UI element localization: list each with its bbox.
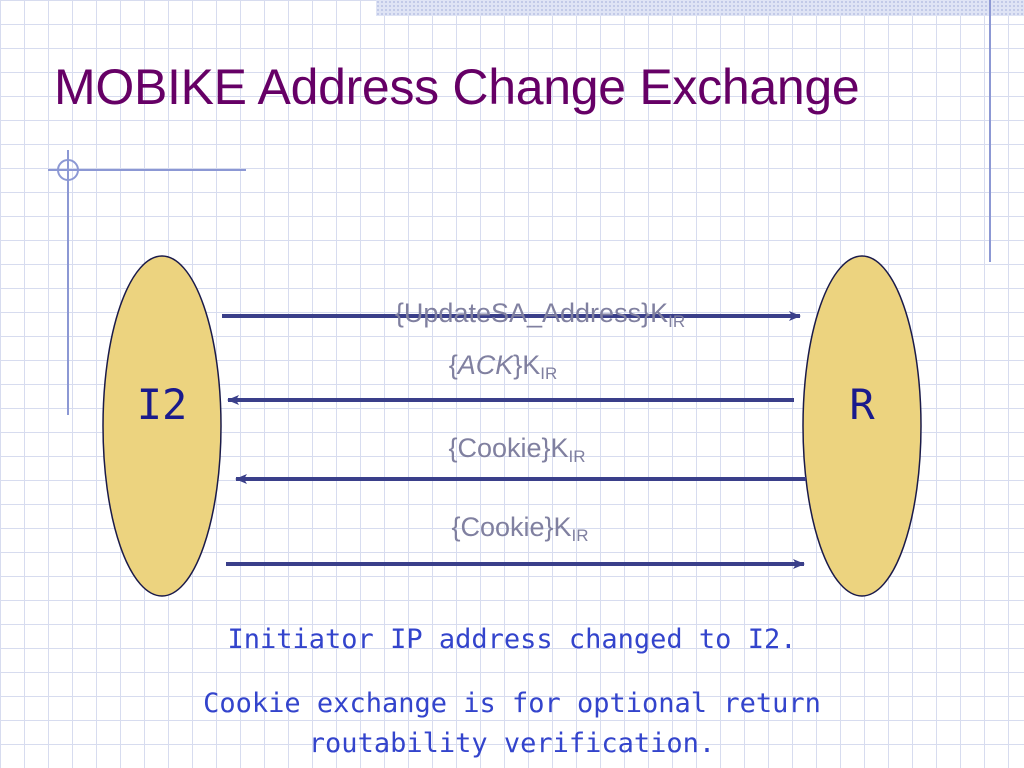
message-subscript: IR: [540, 364, 558, 383]
message-text: {UpdateSA_Address}K: [394, 298, 669, 328]
slide-title: MOBIKE Address Change Exchange: [54, 59, 860, 115]
message-text-open: {: [448, 350, 458, 380]
message-cookie-forward: {Cookie}KIR: [451, 512, 589, 545]
message-cookie-return: {Cookie}KIR: [448, 433, 586, 466]
message-text: {Cookie}K: [448, 433, 569, 463]
caption-address-change: Initiator IP address changed to I2.: [227, 624, 797, 655]
message-subscript: IR: [668, 312, 686, 331]
message-subscript: IR: [571, 526, 589, 545]
initiator-ellipse: [102, 255, 222, 597]
caption-cookie-line-2: routability verification.: [308, 728, 716, 759]
top-decorative-strip: [376, 0, 1024, 16]
message-ack: {ACK}KIR: [448, 350, 558, 383]
message-subscript: IR: [568, 447, 586, 466]
responder-ellipse: [802, 255, 922, 597]
initiator-label: I2: [136, 380, 188, 429]
message-text: {Cookie}K: [451, 512, 572, 542]
caption-cookie-line-1: Cookie exchange is for optional return: [203, 688, 821, 719]
responder-label: R: [849, 380, 875, 429]
message-text-italic: ACK: [457, 350, 514, 380]
decorative-ring-icon: [57, 159, 79, 181]
message-text-close: }K: [513, 350, 541, 380]
message-update-sa-address: {UpdateSA_Address}KIR: [394, 298, 686, 331]
caption-cookie-exchange: Cookie exchange is for optional return r…: [0, 684, 1024, 764]
